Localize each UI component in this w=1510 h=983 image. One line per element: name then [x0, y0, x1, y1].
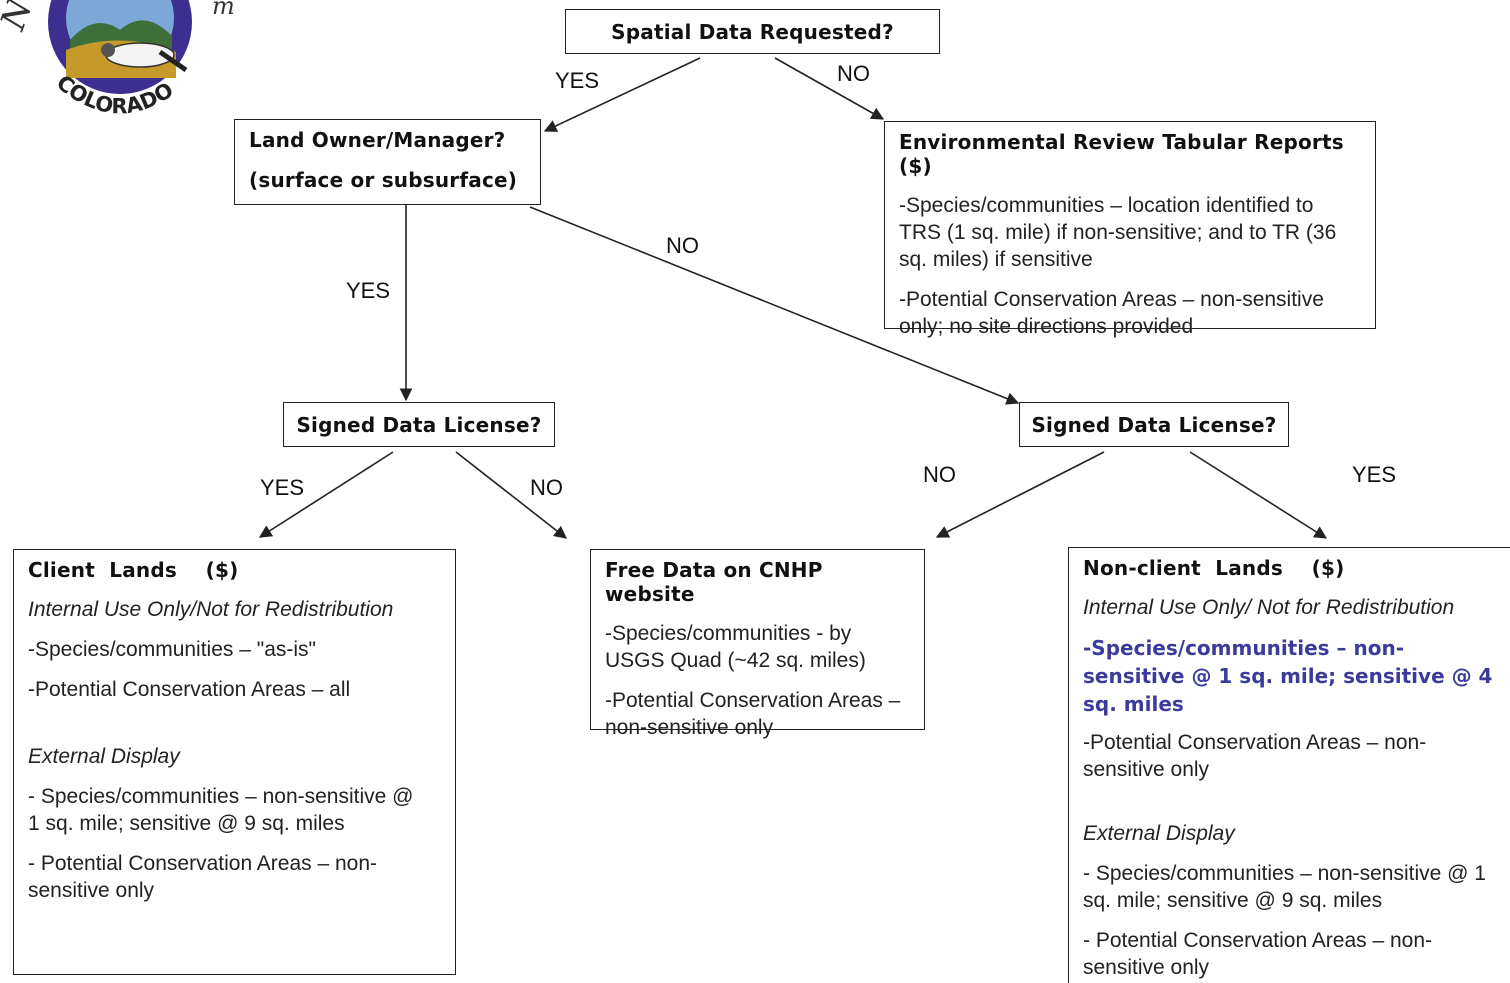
environmental-review-line: -Species/communities – location identifi… — [899, 194, 1337, 271]
client-lands-internal-line: -Potential Conservation Areas – all — [28, 678, 351, 701]
edge-label-landowner-no: NO — [666, 233, 699, 258]
landowner-question-line2: (surface or subsurface) — [249, 168, 518, 192]
free-data-box: Free Data on CNHP website -Species/commu… — [590, 549, 925, 739]
nonclient-lands-external-line: - Species/communities – non-sensitive @ … — [1083, 862, 1486, 912]
client-lands-box: Client Lands ($) Internal Use Only/Not f… — [13, 549, 456, 975]
edge-label-landowner-yes: YES — [346, 278, 391, 303]
edge-label-spatial-no: NO — [837, 61, 870, 86]
free-data-title: Free Data on CNHP website — [605, 558, 823, 606]
client-lands-external-line: - Species/communities – non-sensitive @ … — [28, 785, 414, 835]
client-lands-external-heading: External Display — [28, 745, 180, 768]
landowner-question-line1: Land Owner/Manager? — [249, 128, 506, 152]
nonclient-lands-external-line: - Potential Conservation Areas – non-sen… — [1083, 929, 1433, 979]
edge-label-right-license-no: NO — [923, 462, 956, 487]
arrow-right-license-yes — [1189, 451, 1328, 539]
signed-license-right-text: Signed Data License? — [1031, 412, 1277, 437]
free-data-line: -Potential Conservation Areas – non-sens… — [605, 689, 901, 739]
signed-license-question-left: Signed Data License? — [283, 402, 555, 447]
client-lands-internal-line: -Species/communities – "as-is" — [28, 638, 317, 661]
nonclient-lands-title: Non-client Lands ($) — [1083, 556, 1345, 580]
signed-license-question-right: Signed Data License? — [1019, 402, 1289, 447]
nonclient-lands-box: Non-client Lands ($) Internal Use Only/ … — [1068, 547, 1510, 983]
nonclient-lands-internal-heading: Internal Use Only/ Not for Redistributio… — [1083, 596, 1455, 619]
client-lands-external-line: - Potential Conservation Areas – non-sen… — [28, 852, 378, 902]
edge-label-spatial-yes: YES — [555, 68, 600, 93]
environmental-review-title: Environmental Review Tabular Reports ($) — [899, 130, 1344, 178]
edge-label-right-license-yes: YES — [1352, 462, 1397, 487]
client-lands-title: Client Lands ($) — [28, 558, 239, 582]
cnhp-logo: N m COLORADO — [0, 0, 235, 118]
arrow-spatial-yes — [543, 57, 701, 132]
free-data-line: -Species/communities - by USGS Quad (~42… — [605, 622, 866, 672]
environmental-review-line: -Potential Conservation Areas – non-sens… — [899, 288, 1324, 338]
nonclient-lands-highlight: -Species/communities – non-sensitive @ 1… — [1083, 636, 1493, 716]
arrow-landowner-no — [529, 206, 1020, 405]
edge-label-left-license-yes: YES — [260, 475, 305, 500]
nonclient-lands-internal-line: -Potential Conservation Areas – non-sens… — [1083, 731, 1427, 781]
nonclient-lands-external-heading: External Display — [1083, 822, 1235, 845]
environmental-review-box: Environmental Review Tabular Reports ($)… — [884, 121, 1376, 338]
svg-text:m: m — [212, 0, 235, 20]
spatial-data-question-text: Spatial Data Requested? — [611, 19, 894, 44]
client-lands-internal-heading: Internal Use Only/Not for Redistribution — [28, 598, 394, 621]
arrow-left-license-no — [455, 451, 568, 539]
spatial-data-question: Spatial Data Requested? — [565, 9, 940, 54]
arrow-left-license-yes — [258, 451, 394, 538]
signed-license-left-text: Signed Data License? — [296, 412, 542, 437]
arrow-spatial-no — [774, 57, 885, 120]
landowner-question: Land Owner/Manager? (surface or subsurfa… — [234, 119, 541, 205]
arrow-right-license-no — [935, 451, 1105, 538]
edge-label-left-license-no: NO — [530, 475, 563, 500]
